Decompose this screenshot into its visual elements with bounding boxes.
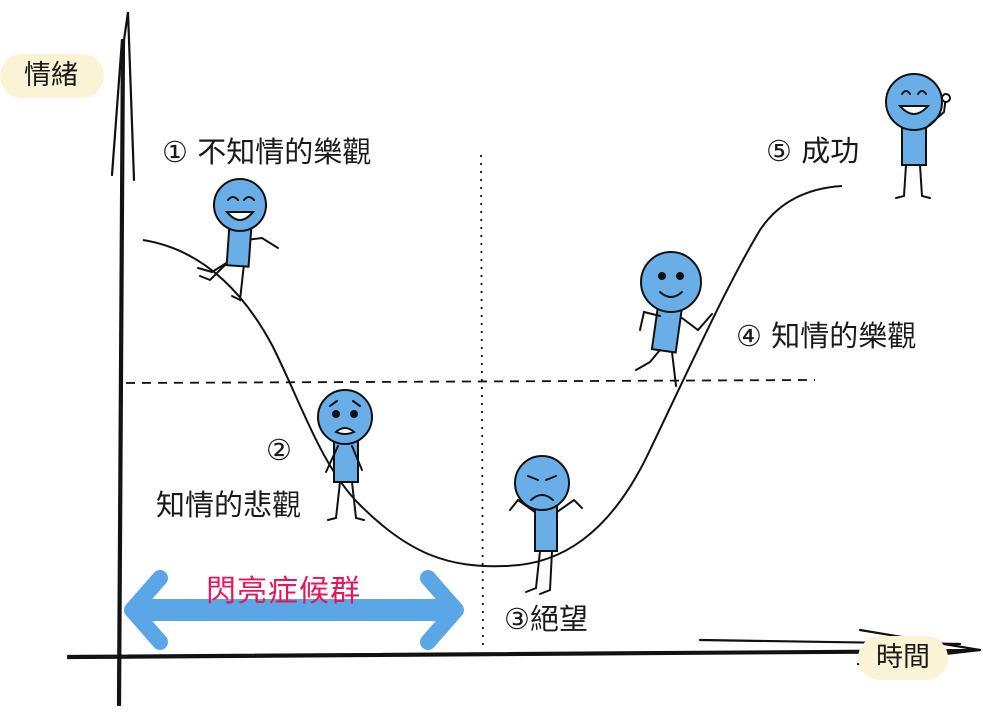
stage-5-text: 成功 xyxy=(801,134,860,168)
stage-2-number: ② xyxy=(266,433,292,467)
y-axis xyxy=(110,11,136,707)
bracket-label: 閃亮症候群 xyxy=(206,574,361,609)
stage-4-label: ④ 知情的樂觀 xyxy=(736,313,916,355)
figure-stage-3 xyxy=(509,455,583,595)
dashed-baseline xyxy=(125,379,816,384)
stage-5-label: ⑤ 成功 xyxy=(766,128,859,170)
stage-1-text: 不知情的樂觀 xyxy=(197,135,372,169)
stage-4-text: 知情的樂觀 xyxy=(771,319,917,353)
figure-stage-1 xyxy=(197,178,279,302)
stage-3-text: 絕望 xyxy=(530,602,589,636)
stage-5-number: ⑤ xyxy=(766,134,792,168)
bracket-arrow xyxy=(124,570,464,650)
stage-2-text: 知情的悲觀 xyxy=(156,488,302,522)
stage-1-number: ① xyxy=(162,135,188,169)
stage-3-number: ③ xyxy=(504,602,530,636)
figure-stage-2 xyxy=(317,389,373,521)
stage-1-label: ① 不知情的樂觀 xyxy=(162,129,371,171)
figure-stage-5 xyxy=(885,73,951,199)
y-axis-label: 情緒 xyxy=(0,54,104,98)
figure-stage-4 xyxy=(635,251,713,387)
stage-3-label: ③絕望 xyxy=(504,596,588,638)
emotion-curve xyxy=(142,185,843,568)
x-axis-label: 時間 xyxy=(858,636,948,680)
stage-4-number: ④ xyxy=(736,319,762,353)
dotted-divider xyxy=(480,154,484,651)
